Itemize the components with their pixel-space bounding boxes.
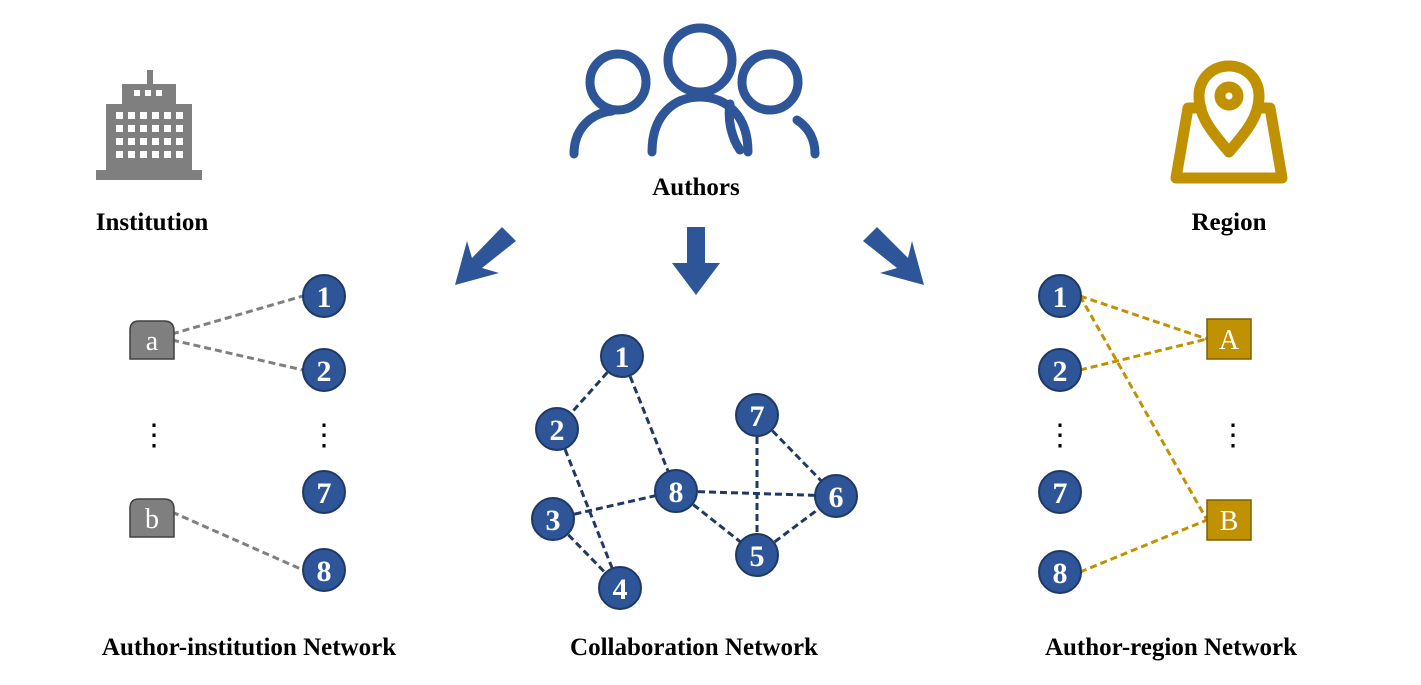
region-label: Region (1192, 209, 1267, 236)
nodes-layer: a b 1 2 7 8 1 2 3 4 5 6 7 8 A B 1 2 7 8 (129, 274, 1252, 610)
region-author-ellipsis: ⋮ (1045, 419, 1075, 452)
collab-link-1-8 (620, 355, 678, 492)
collab-author-node-7-text: 7 (750, 400, 765, 433)
institution-author-node-1: 1 (302, 274, 346, 318)
collab-link-2-4 (555, 428, 622, 589)
institution-node-b: b (129, 498, 175, 538)
collab-author-node-8-text: 8 (669, 476, 684, 509)
region-author-node-8: 8 (1038, 550, 1082, 594)
region-link-1-B (1078, 295, 1209, 521)
institution-author-ellipsis: ⋮ (309, 419, 339, 452)
arrow-down-left-icon (455, 227, 516, 285)
collab-author-node-7: 7 (735, 393, 779, 437)
arrow-down-right-icon (863, 227, 924, 285)
map-pin-icon (1170, 60, 1288, 184)
collab-author-node-5: 5 (735, 533, 779, 577)
institution-label: Institution (96, 209, 209, 236)
region-link-2-A (1079, 337, 1208, 372)
institution-author-node-2: 2 (302, 348, 346, 392)
institution-link-b-8 (171, 510, 304, 572)
institution-author-node-8: 8 (302, 548, 346, 592)
institution-author-node-7-text: 7 (317, 477, 332, 510)
collab-author-node-1-text: 1 (615, 341, 630, 374)
users-group-icon (569, 23, 820, 159)
institution-author-node-1-text: 1 (317, 281, 332, 314)
region-node-B: B (1206, 499, 1252, 541)
collaboration-network-label: Collaboration Network (570, 634, 818, 661)
region-link-1-A (1079, 294, 1208, 341)
institution-node-b-text: b (145, 504, 159, 535)
collab-author-node-2-text: 2 (550, 414, 565, 447)
author-institution-network-label: Author-institution Network (102, 634, 396, 661)
region-node-B-text: B (1220, 506, 1239, 537)
institution-ellipsis: ⋮ (139, 419, 169, 452)
collab-author-node-6: 6 (814, 474, 858, 518)
collab-author-node-2: 2 (535, 407, 579, 451)
region-link-8-B (1079, 518, 1208, 574)
region-author-node-2-text: 2 (1053, 355, 1068, 388)
institution-author-node-7: 7 (302, 470, 346, 514)
collab-author-node-1: 1 (600, 334, 644, 378)
building-icon (96, 70, 202, 180)
author-region-network-label: Author-region Network (1045, 634, 1297, 661)
collab-author-node-6-text: 6 (829, 481, 844, 514)
institution-author-node-2-text: 2 (317, 355, 332, 388)
institution-link-a-1 (171, 294, 304, 336)
collab-author-node-4-text: 4 (613, 573, 628, 606)
collab-author-node-3-text: 3 (546, 504, 561, 537)
region-author-node-7: 7 (1038, 470, 1082, 514)
collab-author-node-8: 8 (654, 469, 698, 513)
region-node-A: A (1206, 318, 1252, 360)
region-author-node-1: 1 (1038, 274, 1082, 318)
region-author-node-7-text: 7 (1053, 477, 1068, 510)
region-author-node-2: 2 (1038, 348, 1082, 392)
region-author-node-1-text: 1 (1053, 281, 1068, 314)
authors-label: Authors (652, 174, 740, 201)
region-ellipsis: ⋮ (1218, 419, 1248, 452)
collab-author-node-4: 4 (598, 566, 642, 610)
institution-link-a-2 (171, 338, 304, 372)
arrow-down-icon (672, 227, 720, 295)
region-author-node-8-text: 8 (1053, 557, 1068, 590)
institution-node-a: a (129, 320, 175, 360)
institution-author-node-8-text: 8 (317, 555, 332, 588)
institution-node-a-text: a (146, 326, 159, 357)
region-node-A-text: A (1219, 325, 1240, 356)
collab-author-node-3: 3 (531, 497, 575, 541)
collab-author-node-5-text: 5 (750, 540, 765, 573)
